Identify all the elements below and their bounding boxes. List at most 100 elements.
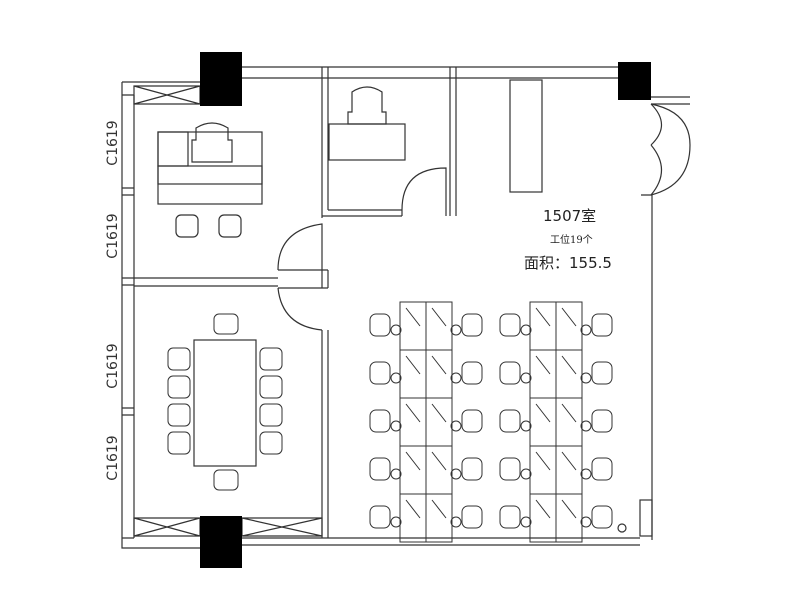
workstation-divider <box>535 499 577 519</box>
workstation-desk <box>555 349 583 399</box>
chair-base <box>390 468 402 480</box>
chair-base <box>580 420 592 432</box>
meeting-chair <box>259 431 283 455</box>
window-label: C1619 <box>105 120 121 166</box>
workstation-desk <box>425 397 453 447</box>
workstation-divider <box>405 499 447 519</box>
outer-wall <box>641 194 653 540</box>
chair-base <box>390 324 402 336</box>
workstation-desk <box>399 493 427 543</box>
fire-box <box>639 499 653 537</box>
wall-meeting-right <box>321 330 329 538</box>
door <box>277 223 323 271</box>
workstation-divider <box>405 451 447 471</box>
door <box>650 103 691 196</box>
chair <box>218 214 242 238</box>
workstation-desk <box>399 445 427 495</box>
chair-base <box>520 420 532 432</box>
meeting-table <box>193 339 257 467</box>
office-chair <box>369 313 391 337</box>
chair-base <box>390 420 402 432</box>
chair <box>175 214 199 238</box>
workstation-desk <box>529 349 557 399</box>
chair-base <box>450 372 462 384</box>
workstation-desk <box>425 493 453 543</box>
chair-base <box>520 516 532 528</box>
window-label: C1619 <box>105 213 121 259</box>
window-mark <box>122 187 134 416</box>
workstation-desk <box>529 493 557 543</box>
meeting-chair <box>167 375 191 399</box>
office-chair <box>461 313 483 337</box>
meeting-chair <box>259 375 283 399</box>
workstation-desk <box>399 349 427 399</box>
workstation-desk <box>555 397 583 447</box>
office-chair <box>499 457 521 481</box>
chair-base <box>450 324 462 336</box>
outer-wall <box>242 66 618 79</box>
workstation-divider <box>535 307 577 327</box>
door <box>277 287 323 331</box>
window-label: C1619 <box>105 435 121 481</box>
office-chair <box>369 361 391 385</box>
chair-base <box>390 516 402 528</box>
workstation-desk <box>425 349 453 399</box>
chair-base <box>520 372 532 384</box>
office-chair <box>591 409 613 433</box>
office-chair <box>461 361 483 385</box>
desk <box>328 123 406 161</box>
office-chair <box>461 457 483 481</box>
workstation-divider <box>405 307 447 327</box>
workstation-desk <box>399 397 427 447</box>
workstation-desk <box>425 445 453 495</box>
workstation-divider <box>535 451 577 471</box>
office-chair <box>369 409 391 433</box>
window-box <box>241 517 323 537</box>
meeting-chair <box>213 469 239 491</box>
office-chair <box>591 313 613 337</box>
meeting-chair <box>213 313 239 335</box>
chair-base <box>450 468 462 480</box>
chair-base <box>580 468 592 480</box>
column <box>200 52 242 106</box>
chair-base <box>390 372 402 384</box>
office-chair <box>591 505 613 529</box>
wall-stub <box>278 269 329 289</box>
column <box>618 62 651 100</box>
window-box <box>133 85 201 105</box>
pipe <box>617 523 627 533</box>
chair <box>347 86 387 125</box>
chair-base <box>520 468 532 480</box>
workstation-desk <box>529 397 557 447</box>
chair-base <box>580 516 592 528</box>
office-chair <box>369 505 391 529</box>
workstation-desk <box>555 493 583 543</box>
meeting-chair <box>259 347 283 371</box>
chair-base <box>450 516 462 528</box>
office-chair <box>591 457 613 481</box>
wall-office-right <box>321 67 329 218</box>
chair <box>191 122 233 163</box>
chair-base <box>520 324 532 336</box>
room-area: 面积：155.5 <box>524 254 612 272</box>
window-box <box>133 517 201 537</box>
wall-office2-bottom <box>322 209 402 217</box>
office-chair <box>499 505 521 529</box>
door <box>401 167 447 216</box>
chair-base <box>580 372 592 384</box>
chair-base <box>450 420 462 432</box>
meeting-chair <box>167 347 191 371</box>
workstation-divider <box>535 355 577 375</box>
workstation-divider <box>535 403 577 423</box>
office-chair <box>461 409 483 433</box>
workstation-divider <box>405 403 447 423</box>
workstation-desk <box>425 301 453 351</box>
office-chair <box>499 361 521 385</box>
workstation-desk <box>555 301 583 351</box>
office-chair <box>461 505 483 529</box>
outer-wall <box>651 96 690 105</box>
workstation-divider <box>405 355 447 375</box>
wall-office2-right <box>449 67 457 216</box>
window-label: C1619 <box>105 343 121 389</box>
